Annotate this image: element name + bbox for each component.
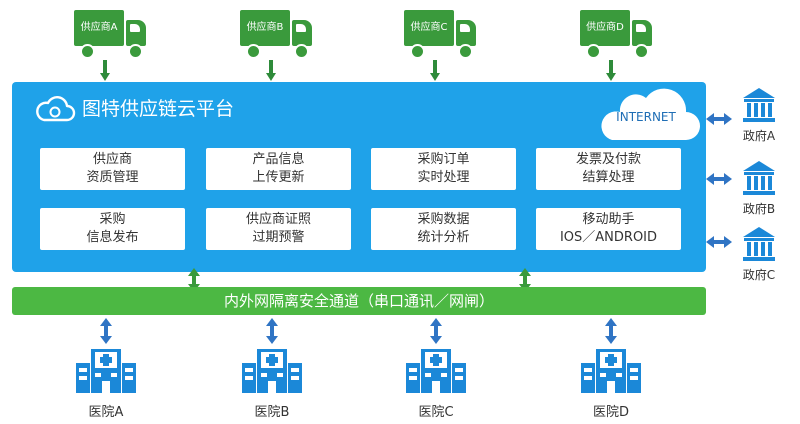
hospital-arrow-icon [605,318,617,344]
supplier-truck-d: 供应商D [580,10,654,59]
module-line2: 信息发布 [86,230,139,245]
truck-wheel-icon [634,44,649,59]
hospital-arrow-icon [266,318,278,344]
truck-window [296,24,306,32]
module-line2: 上传更新 [252,170,305,185]
module-card[interactable]: 采购 信息发布 [40,208,185,250]
down-arrow-icon [266,60,276,82]
supplier-label: 供应商C [404,10,454,46]
module-line1: 发票及付款 [575,152,641,167]
truck-window [130,24,140,32]
module-line1: 移动助手 [582,212,635,227]
down-arrow-icon [430,60,440,82]
module-line2: 过期预警 [252,230,305,245]
hospital-b: 医院B [234,345,310,420]
government-building-icon [743,161,775,195]
supplier-label: 供应商B [240,10,290,46]
supplier-label: 供应商D [580,10,630,46]
module-card[interactable]: 产品信息 上传更新 [206,148,351,190]
module-line1: 供应商 [92,152,132,167]
down-arrow-icon [606,60,616,82]
government-a: 政府A [734,86,784,144]
module-line2: 统计分析 [417,230,470,245]
supplier-truck-c: 供应商C [404,10,478,59]
hospital-icon [581,349,641,393]
module-line1: 供应商证照 [245,212,311,227]
hospital-label: 医院A [88,405,124,420]
government-label: 政府C [742,268,776,282]
hospital-icon [76,349,136,393]
gov-arrow-icon [706,113,732,125]
truck-wheel-icon [410,44,425,59]
truck-wheel-icon [586,44,601,59]
hospital-c: 医院C [398,345,474,420]
hospital-d: 医院D [573,345,649,420]
hospital-label: 医院C [418,405,454,420]
module-card[interactable]: 供应商 资质管理 [40,148,185,190]
module-line1: 采购 [99,212,126,227]
secure-channel-bar: 内外网隔离安全通道（串口通讯／网闸） [12,287,706,315]
module-card[interactable]: 采购订单 实时处理 [371,148,516,190]
government-building-icon [743,88,775,122]
module-line1: 采购订单 [417,152,470,167]
hospital-icon [242,349,302,393]
government-building-icon [743,227,775,261]
gov-arrow-icon [706,236,732,248]
module-line2: 实时处理 [417,170,470,185]
government-label: 政府B [742,202,776,216]
supplier-truck-b: 供应商B [240,10,314,59]
truck-wheel-icon [458,44,473,59]
government-c: 政府C [734,225,784,283]
truck-wheel-icon [80,44,95,59]
government-label: 政府A [742,129,776,143]
hospital-arrow-icon [430,318,442,344]
module-card[interactable]: 采购数据 统计分析 [371,208,516,250]
module-card[interactable]: 移动助手 IOS／ANDROID [536,208,681,250]
module-card[interactable]: 发票及付款 结算处理 [536,148,681,190]
supplier-truck-a: 供应商A [74,10,148,59]
government-b: 政府B [734,159,784,217]
module-line2: 资质管理 [86,170,139,185]
platform-title: 图特供应链云平台 [82,98,235,120]
module-line2: 结算处理 [582,170,635,185]
module-line2: IOS／ANDROID [559,230,658,245]
truck-window [460,24,470,32]
down-arrow-icon [100,60,110,82]
truck-window [636,24,646,32]
supplier-label: 供应商A [74,10,124,46]
hospital-icon [406,349,466,393]
truck-wheel-icon [246,44,261,59]
hospital-a: 医院A [68,345,144,420]
module-line1: 采购数据 [417,212,470,227]
truck-wheel-icon [128,44,143,59]
cloud-platform-panel: 图特供应链云平台 INTERNET 供应商 资质管理 产品信息 上传更新 采购订… [12,82,706,272]
gov-arrow-icon [706,173,732,185]
module-line1: 产品信息 [252,152,305,167]
module-card[interactable]: 供应商证照 过期预警 [206,208,351,250]
cloud-icon [36,96,76,122]
hospital-label: 医院D [592,405,629,420]
hospital-arrow-icon [100,318,112,344]
internet-cloud-icon [601,88,700,140]
hospital-label: 医院B [254,405,290,420]
internet-label: INTERNET [616,110,676,124]
truck-wheel-icon [294,44,309,59]
